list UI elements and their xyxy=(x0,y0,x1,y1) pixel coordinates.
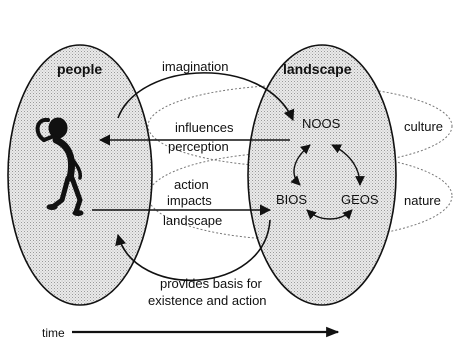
people-label: people xyxy=(57,61,102,77)
provides-basis-label-line2: existence and action xyxy=(148,293,267,308)
provides-basis-arrow xyxy=(115,219,271,282)
perception-label: perception xyxy=(168,139,229,154)
time-label: time xyxy=(42,326,65,340)
stick-figure-thinking-icon xyxy=(35,117,84,216)
imagination-arrow xyxy=(117,72,295,122)
noos-label: NOOS xyxy=(302,116,341,131)
action-label: action xyxy=(174,177,209,192)
geos-label: GEOS xyxy=(341,192,379,207)
imagination-label: imagination xyxy=(162,59,229,74)
impacts-label: impacts xyxy=(167,193,212,208)
nature-label: nature xyxy=(404,193,441,208)
landscape-label: landscape xyxy=(283,61,352,77)
landscape-ellipse xyxy=(247,44,397,306)
noos-geos-arrow xyxy=(331,144,365,186)
provides-basis-label-line1: provides basis for xyxy=(160,276,263,291)
bios-label: BIOS xyxy=(276,192,307,207)
bios-geos-arrow xyxy=(306,209,353,220)
landscape-lower-label: landscape xyxy=(163,213,222,228)
noos-bios-arrow xyxy=(290,144,311,186)
influences-label: influences xyxy=(175,120,234,135)
culture-label: culture xyxy=(404,119,443,134)
